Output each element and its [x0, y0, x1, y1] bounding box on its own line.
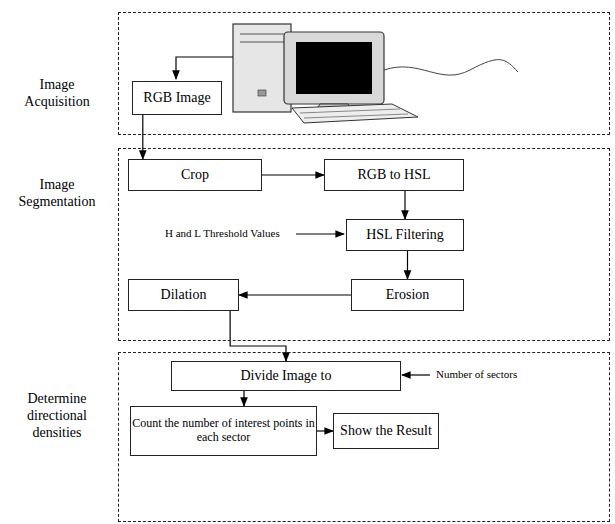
process-box: RGB Image	[132, 81, 222, 115]
flow-arrow	[243, 391, 244, 406]
keyboard	[292, 104, 418, 123]
process-box: Show the Result	[333, 413, 439, 449]
stage-heading: Determine directional densities	[7, 391, 107, 441]
input-arrow	[296, 233, 344, 234]
input-label: H and L Threshold Values	[165, 227, 280, 240]
monitor-screen	[296, 42, 372, 94]
flow-arrow	[404, 191, 405, 219]
box-label: Dilation	[161, 287, 207, 303]
stage-heading: Image Acquisition	[7, 77, 107, 111]
stage-group: Image AcquisitionRGB Image	[118, 12, 610, 135]
box-label: RGB to HSL	[357, 167, 430, 183]
flow-arrow	[142, 115, 143, 159]
cable	[384, 60, 518, 75]
stage-group: Image SegmentationCropRGB to HSLHSL Filt…	[118, 148, 610, 341]
box-label: HSL Filtering	[366, 227, 444, 243]
box-label: Divide Image to	[241, 368, 332, 384]
process-box: Dilation	[128, 279, 239, 311]
flow-arrow	[239, 294, 351, 295]
process-box: Crop	[128, 159, 262, 191]
input-arrow	[176, 57, 233, 79]
process-box: RGB to HSL	[324, 159, 464, 191]
process-box: Divide Image to	[171, 361, 401, 391]
keyboard-keys	[304, 114, 408, 118]
process-box: Count the number of interest points in e…	[130, 406, 317, 456]
monitor	[284, 32, 384, 104]
box-label: Crop	[181, 167, 209, 183]
stage-group: Determine directional densitiesDivide Im…	[118, 352, 610, 522]
drive-bay	[240, 34, 284, 35]
box-label: Show the Result	[340, 423, 432, 439]
flow-arrow	[230, 311, 286, 361]
process-box: HSL Filtering	[346, 219, 464, 251]
box-label: Count the number of interest points in e…	[131, 417, 316, 445]
input-arrow	[402, 374, 430, 375]
flow-arrow	[407, 251, 408, 279]
box-label: RGB Image	[143, 90, 210, 106]
computer-tower	[233, 24, 291, 112]
drive-bay	[240, 42, 284, 43]
process-box: Erosion	[351, 279, 464, 311]
flow-arrow	[262, 174, 324, 175]
box-label: Erosion	[386, 287, 430, 303]
keyboard-keys	[300, 109, 400, 113]
flow-arrow	[317, 430, 333, 431]
power-button	[258, 90, 266, 96]
input-label: Number of sectors	[436, 368, 517, 381]
stage-heading: Image Segmentation	[7, 177, 107, 211]
